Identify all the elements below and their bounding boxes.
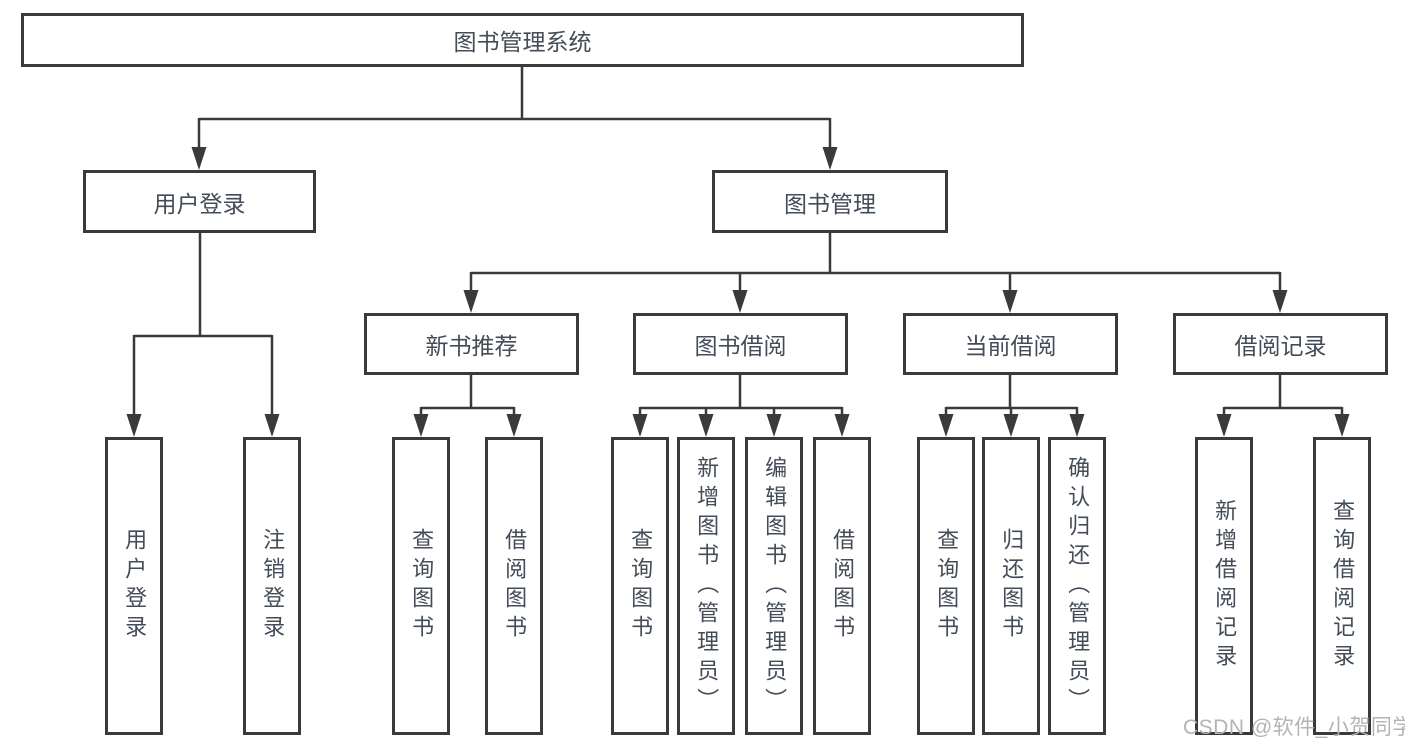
leaf-borrow-books-recommend: 借阅图书 [485,437,543,735]
node-label: 图书借阅 [694,333,787,359]
leaf-add-borrow-record: 新增借阅记录 [1195,437,1253,735]
arrowhead-icon [264,414,280,437]
node-book-management: 图书管理 [712,170,948,233]
node-new-book-recommend: 新书推荐 [364,313,579,375]
node-label: 查询图书 [628,528,654,644]
arrowhead-icon [1069,414,1085,437]
arrowhead-icon [191,147,207,170]
node-label: 借阅图书 [502,528,528,644]
leaf-query-books-current: 查询图书 [917,437,975,735]
leaf-user-login: 用户登录 [105,437,163,735]
node-label: 确认归还（管理员） [1065,455,1091,717]
arrowhead-icon [834,414,850,437]
arrowhead-icon [632,414,648,437]
arrowhead-icon [1003,414,1019,437]
node-label: 借阅记录 [1234,333,1327,359]
leaf-edit-books-admin: 编辑图书（管理员） [745,437,803,735]
node-label: 注销登录 [260,528,286,644]
arrowhead-icon [938,414,954,437]
arrowhead-icon [1334,414,1350,437]
node-label: 编辑图书（管理员） [762,455,788,717]
connector-path [132,67,1344,418]
arrowhead-icon [413,414,429,437]
node-library-management-system: 图书管理系统 [21,13,1024,67]
leaf-query-books-borrow: 查询图书 [611,437,669,735]
node-current-borrowing: 当前借阅 [903,313,1118,375]
csdn-watermark: CSDN @软件_小贺同学 [1183,716,1405,739]
node-label: 图书管理系统 [453,29,592,55]
leaf-return-books: 归还图书 [982,437,1040,735]
node-label: 借阅图书 [830,528,856,644]
node-label: 查询借阅记录 [1330,499,1356,673]
node-book-borrowing: 图书借阅 [633,313,848,375]
arrowhead-icon [1272,290,1288,313]
arrowhead-icon [1216,414,1232,437]
node-label: 查询图书 [934,528,960,644]
leaf-add-books-admin: 新增图书（管理员） [677,437,735,735]
leaf-logout-login: 注销登录 [243,437,301,735]
leaf-confirm-return-admin: 确认归还（管理员） [1048,437,1106,735]
arrowhead-icon [126,414,142,437]
leaf-borrow-books: 借阅图书 [813,437,871,735]
arrowhead-icon [506,414,522,437]
node-label: 图书管理 [784,190,876,217]
node-label: 新增借阅记录 [1212,499,1238,673]
node-label: 新书推荐 [425,333,518,359]
arrowhead-icon [1002,290,1018,313]
arrowhead-group [126,147,1350,437]
node-label: 用户登录 [122,528,148,644]
arrowhead-icon [698,414,714,437]
node-label: 新增图书（管理员） [694,455,720,717]
arrowhead-icon [822,147,838,170]
leaf-query-books-recommend: 查询图书 [392,437,450,735]
arrowhead-icon [732,290,748,313]
leaf-query-borrow-record: 查询借阅记录 [1313,437,1371,735]
node-label: 查询图书 [409,528,435,644]
node-label: 当前借阅 [964,333,1057,359]
node-label: 归还图书 [999,528,1025,644]
arrowhead-icon [766,414,782,437]
node-borrowing-records: 借阅记录 [1173,313,1388,375]
node-label: 用户登录 [153,190,246,217]
node-user-login-group: 用户登录 [83,170,316,233]
arrowhead-icon [463,290,479,313]
